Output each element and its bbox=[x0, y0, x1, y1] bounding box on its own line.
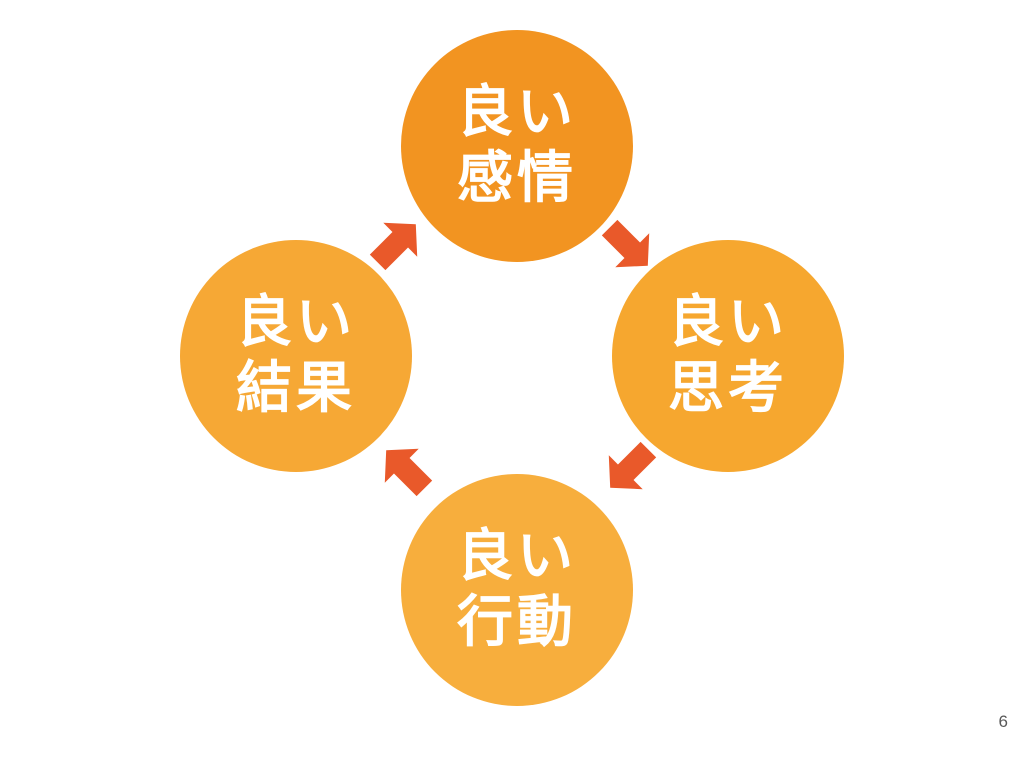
arrow-action-to-result bbox=[384, 448, 433, 497]
node-good-thought-line1: 良い bbox=[668, 290, 788, 355]
node-good-emotion-line1: 良い bbox=[457, 80, 577, 145]
node-good-action: 良い 行動 bbox=[401, 474, 633, 706]
node-good-action-line2: 行動 bbox=[457, 590, 577, 655]
arrow-emotion-to-thought bbox=[601, 219, 650, 268]
node-good-result-line2: 結果 bbox=[236, 356, 356, 421]
page-number: 6 bbox=[998, 712, 1008, 731]
node-good-emotion: 良い 感情 bbox=[401, 30, 633, 262]
arrow-result-to-emotion bbox=[369, 222, 418, 271]
node-good-thought-line2: 思考 bbox=[668, 356, 788, 421]
node-good-result: 良い 結果 bbox=[180, 240, 412, 472]
node-good-emotion-line2: 感情 bbox=[457, 146, 577, 211]
arrow-thought-to-action bbox=[608, 441, 657, 490]
node-good-result-line1: 良い bbox=[236, 290, 356, 355]
node-good-thought: 良い 思考 bbox=[612, 240, 844, 472]
node-good-action-line1: 良い bbox=[457, 524, 577, 589]
